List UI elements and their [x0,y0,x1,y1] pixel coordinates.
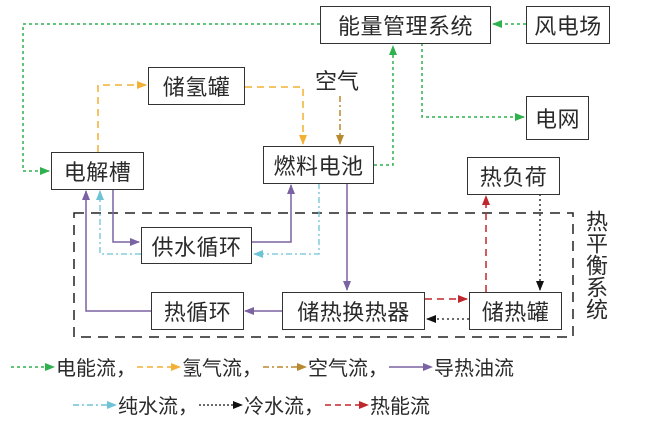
flow-h2tank-to-fuelcell [245,86,307,145]
flow-ems-to-grid [421,43,525,121]
pure-water-flow-swatch [73,400,117,409]
flow-watersupply-to-fuelcell [252,184,295,243]
legend-air: 空气流， [262,352,388,381]
node-heat-exchanger: 储热换热器 [282,292,425,330]
node-grid: 电网 [526,96,589,140]
thermal-balance-system-label: 热平衡系统 [582,210,607,320]
node-heat-load: 热负荷 [467,157,560,195]
node-water-supply-loop: 供水循环 [141,227,252,264]
flow-fuelcell-to-watersupply [253,183,320,258]
node-energy-management-system: 能量管理系统 [320,6,491,44]
flow-fuelcell-to-ems [374,45,397,166]
legend-hydrogen-label: 氢气流， [182,356,262,380]
oil-flow-swatch [389,362,433,371]
legend-pure-water: 纯水流， [72,390,198,419]
flow-heatloop-to-electrolyzer [82,190,151,312]
legend-hydrogen: 氢气流， [136,352,262,381]
node-hydrogen-tank: 储氢罐 [148,67,245,105]
flow-watersupply-to-electrolyzer [96,190,141,255]
legend-row-1: 电能流， 氢气流， 空气流， 导热油流 [10,352,514,381]
legend-oil-label: 导热油流 [434,356,514,380]
flow-electrolyzer-to-h2tank [97,81,147,152]
node-heat-storage-tank: 储热罐 [469,292,562,330]
flow-electrolyzer-to-watersupply [112,189,140,246]
flow-ems-to-electrolyzer [22,23,320,175]
legend-cold-water: 冷水流， [198,390,324,419]
legend-row-2: 纯水流， 冷水流， 热能流 [72,390,430,419]
air-label: 空气 [315,70,360,95]
legend-air-label: 空气流， [308,356,388,380]
legend-electric-label: 电能流， [56,356,136,380]
thermal-balance-boundary [73,212,574,338]
node-wind-farm: 风电场 [526,6,610,44]
heat-flow-swatch [325,400,369,409]
legend-heat: 热能流 [324,390,430,419]
electric-flow-swatch [11,362,55,371]
cold-water-flow-swatch [199,400,243,409]
node-electrolyzer: 电解槽 [51,152,144,190]
legend-pure-water-label: 纯水流， [118,394,198,418]
node-fuel-cell: 燃料电池 [263,146,374,184]
hydrogen-flow-swatch [137,362,181,371]
legend-cold-water-label: 冷水流， [244,394,324,418]
legend-oil: 导热油流 [388,352,514,381]
legend-heat-label: 热能流 [370,394,430,418]
air-flow-swatch [263,362,307,371]
node-heat-loop: 热循环 [151,292,244,330]
legend-electric: 电能流， [10,352,136,381]
